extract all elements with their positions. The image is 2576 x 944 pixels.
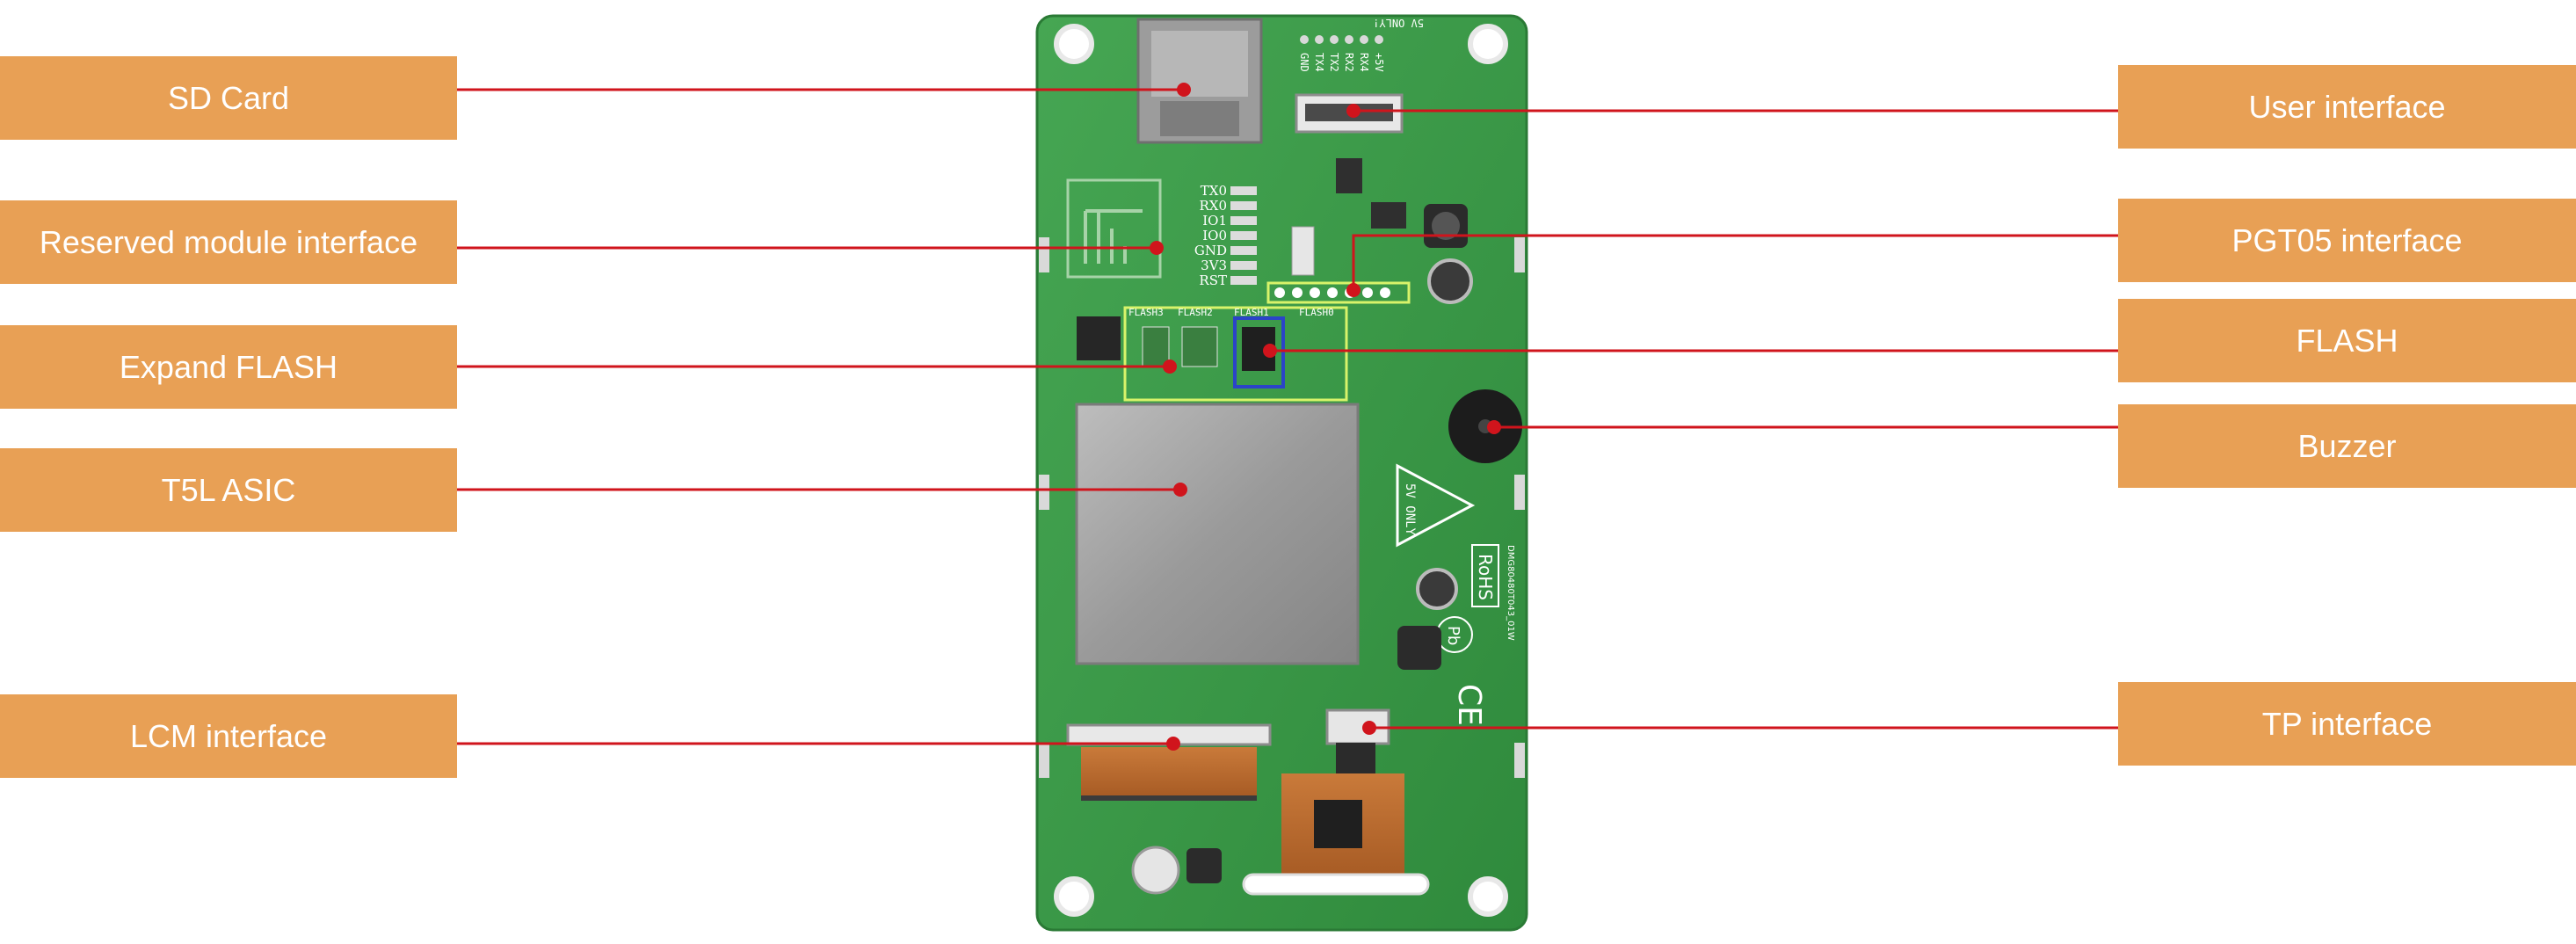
flash-label: FLASH1 [1234, 307, 1269, 318]
module-pin-pads [1230, 186, 1257, 285]
header-pin-label: RX4 [1358, 53, 1370, 72]
t5l-asic-shield [1075, 403, 1360, 665]
callout-lcm-interface: LCM interface [0, 694, 457, 778]
flash-label: FLASH0 [1299, 307, 1334, 318]
callout-flash: FLASH [2118, 299, 2576, 382]
leader-lines [457, 88, 2118, 745]
header-note: 5V ONLY! [1373, 17, 1424, 29]
lower-caps [1131, 568, 1458, 895]
small-connector [1291, 226, 1315, 276]
flash-label: FLASH3 [1128, 307, 1164, 318]
flash-labels: FLASH3 FLASH2 FLASH1 FLASH0 [1128, 307, 1334, 318]
header-pin-dots [1300, 35, 1383, 44]
callout-pgt05-interface: PGT05 interface [2118, 199, 2576, 282]
header-pin-label: GND [1298, 53, 1310, 72]
callout-t5l-asic: T5L ASIC [0, 448, 457, 532]
part-number: DMG80480T043_01W [1506, 545, 1515, 641]
header-pin-label: TX4 [1313, 53, 1325, 72]
callout-reserved-module-interface: Reserved module interface [0, 200, 457, 284]
header-pin-label: +5V [1373, 53, 1385, 72]
triangle-note: 5V ONLY [1403, 483, 1417, 536]
side-clips [1039, 237, 1525, 778]
module-pin-label: IO0 [1202, 228, 1227, 243]
rohs-mark: RoHS [1475, 554, 1496, 600]
flash-label: FLASH2 [1178, 307, 1213, 318]
leader-endpoint-dots [1150, 83, 1501, 751]
header-pin-label: TX2 [1328, 53, 1340, 72]
lcm-connector [1066, 723, 1272, 801]
pgt05-pads [1266, 281, 1411, 304]
module-pin-label: TX0 [1201, 183, 1227, 199]
callout-user-interface: User interface [2118, 65, 2576, 149]
header-pin-labels: GND TX4 TX2 RX2 RX4 +5V 5V ONLY! [1298, 17, 1424, 72]
pb-mark: Pb [1444, 626, 1462, 645]
module-pin-label: RST [1199, 272, 1227, 288]
callout-buzzer: Buzzer [2118, 404, 2576, 488]
callout-tp-interface: TP interface [2118, 682, 2576, 766]
module-pin-label: 3V3 [1201, 258, 1227, 273]
leader-pgt05 [1352, 234, 2118, 290]
tp-connector [1281, 708, 1404, 875]
ce-mark: CE [1451, 684, 1487, 726]
voltage-triangle: 5V ONLY [1396, 463, 1476, 548]
callout-expand-flash: Expand FLASH [0, 325, 457, 409]
module-pin-label: IO1 [1202, 213, 1227, 229]
mounting-holes [1054, 24, 1508, 917]
module-pin-label: RX0 [1199, 198, 1227, 214]
sd-card-slot [1136, 18, 1263, 144]
module-pin-labels: TX0 RX0 IO1 IO0 GND 3V3 RST [1194, 183, 1227, 288]
callout-sd-card: SD Card [0, 56, 457, 140]
reserved-module-area [1066, 178, 1162, 279]
bottom-slot [1242, 873, 1430, 896]
header-pin-label: RX2 [1343, 53, 1355, 72]
module-pin-label: GND [1194, 243, 1227, 258]
